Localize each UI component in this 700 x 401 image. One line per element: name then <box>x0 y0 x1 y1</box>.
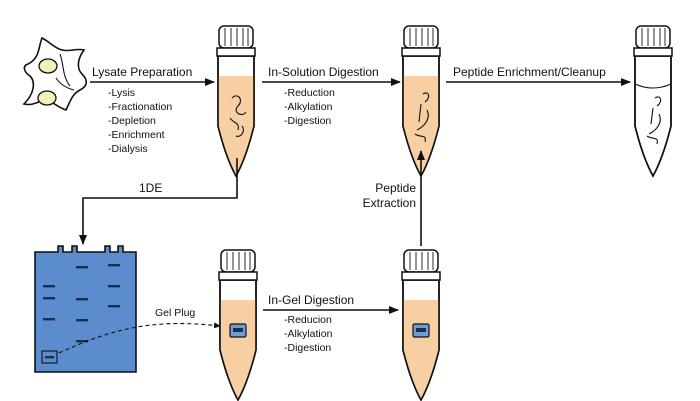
enriched-tube <box>633 25 673 177</box>
gel-bands <box>43 264 120 343</box>
gel-plug-icon <box>229 323 247 338</box>
label-in-solution-digestion: In-Solution Digestion <box>268 65 379 79</box>
lysate-step-2: -Fractionation <box>108 101 172 113</box>
lysate-step-4: -Enrichment <box>108 129 165 141</box>
label-peptide: Peptide <box>375 181 416 195</box>
in-solution-step-2: -Alkylation <box>284 101 333 113</box>
label-1de: 1DE <box>139 181 162 195</box>
nucleus-icon <box>37 90 57 106</box>
lysate-tube <box>216 25 256 177</box>
in-gel-tube <box>401 249 441 401</box>
gel-plug-tube <box>218 249 258 401</box>
cell-illustration <box>22 36 88 111</box>
in-gel-step-3: -Digestion <box>284 342 331 354</box>
gel-plug-icon <box>412 323 430 338</box>
arrows <box>58 78 631 354</box>
arrow-gel-plug <box>58 322 221 354</box>
in-gel-step-2: -Alkylation <box>284 328 333 340</box>
label-peptide-enrichment: Peptide Enrichment/Cleanup <box>453 65 606 79</box>
lysate-step-3: -Depletion <box>108 115 156 127</box>
in-gel-step-1: -Reducion <box>284 314 332 326</box>
labels: Lysate Preparation -Lysis -Fractionation… <box>92 65 606 354</box>
excised-band-marker <box>41 350 58 364</box>
arrow-1de <box>79 158 238 245</box>
nucleus-icon <box>38 58 58 74</box>
in-solution-step-1: -Reduction <box>284 87 335 99</box>
gel-slab <box>34 245 137 373</box>
in-solution-step-3: -Digestion <box>284 115 331 127</box>
label-in-gel-digestion: In-Gel Digestion <box>268 293 354 307</box>
label-lysate-preparation: Lysate Preparation <box>92 65 192 79</box>
lysate-step-1: -Lysis <box>108 87 135 99</box>
label-gel-plug: Gel Plug <box>155 307 195 319</box>
lysate-step-5: -Dialysis <box>108 143 148 155</box>
label-extraction: Extraction <box>363 196 416 210</box>
in-solution-tube <box>401 25 441 177</box>
